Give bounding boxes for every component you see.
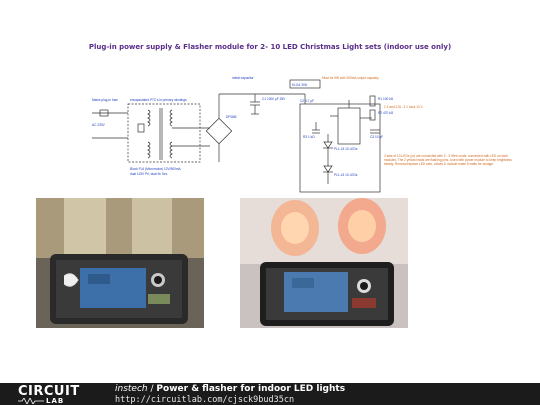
footer-bar: CIRCUIT LAB instech / Power & flasher fo…: [0, 383, 540, 405]
label-r2: R2 470 kΩ: [378, 111, 394, 115]
logo-wave-icon: [18, 398, 44, 404]
note-led: 1.3 and 2.5L, 3 1 Jack 10 V: [384, 105, 424, 109]
label-cap2: C2 4.7 µF: [300, 99, 314, 103]
label-r1: R1 100 kΩ: [378, 97, 394, 101]
photo-module-off: [36, 198, 204, 328]
footer-separator: /: [150, 384, 154, 394]
schematic-title: Plug-in power supply & Flasher module fo…: [88, 43, 452, 51]
label-lamps2: PL1-L5 10 LEDs: [334, 173, 358, 177]
label-mains-in: Mains plug-in fuse: [92, 98, 118, 102]
label-bridge: DF08M: [226, 115, 237, 119]
footer-url[interactable]: http://circuitlab.com/cjsck9bud35cn: [115, 395, 295, 405]
label-c1: C1 1000 µF 25V: [262, 97, 286, 101]
label-lamps1: PL1-L5 10 LEDs: [334, 147, 358, 151]
footer-circuit-title: instech / Power & flasher for indoor LED…: [115, 384, 345, 394]
note-top: Must be 5W with 300mA output capacity: [322, 76, 379, 80]
footer-circuit-name[interactable]: Power & flasher for indoor LED lights: [156, 384, 346, 394]
schematic-diagram: Mains plug-in fuse AC 230V encapsulated …: [92, 76, 512, 193]
label-transformer: Block FL6 (Micromotor) 12V/500mA: [130, 167, 182, 171]
footer-username[interactable]: instech: [115, 384, 148, 394]
label-dual-prim: dual 115V Pri, dual 6v Sec: [130, 172, 168, 176]
label-r3: R3 1 kΩ: [303, 135, 315, 139]
circuitlab-logo-sub: LAB: [46, 397, 65, 405]
label-cap-metal: metal capacitor: [232, 76, 255, 80]
label-c3: C3 10 µF: [370, 135, 383, 139]
photo-module-on: [240, 198, 408, 328]
label-vreg: KL3.6 3V8: [292, 83, 307, 87]
note-body: 2 sets of 10-LEDs (or) are connected wit…: [384, 154, 512, 166]
label-ac-in: AC 230V: [92, 123, 106, 127]
circuitlab-logo[interactable]: CIRCUIT: [18, 384, 80, 399]
label-ptc: encapsulated PTC's in primary windings: [130, 98, 187, 102]
